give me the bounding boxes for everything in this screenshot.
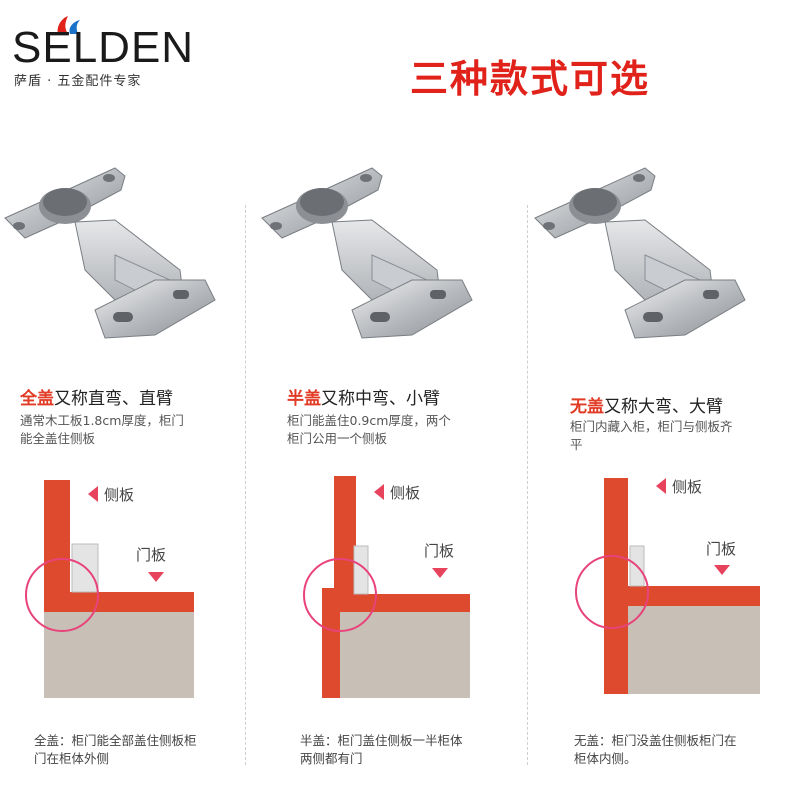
variant-1-desc-line: 通常木工板1.8cm厚度，柜门 (20, 413, 184, 428)
brand-tagline: 萨盾 · 五金配件专家 (14, 74, 142, 89)
variant-1-desc-line: 能全盖住侧板 (20, 431, 96, 446)
variant-1-note-line: 门在柜体外侧 (34, 751, 110, 766)
variant-3-desc-line: 柜门内藏入柜，柜门与侧板齐 (570, 419, 733, 434)
variant-2-description: 柜门能盖住0.9cm厚度，两个 柜门公用一个侧板 (287, 412, 451, 448)
brand-logo: SELDEN (12, 23, 195, 72)
variant-2-note: 半盖：柜门盖住侧板一半柜体 两侧都有门 (300, 732, 463, 768)
variant-3-title-rest: 又称大弯、大臂 (604, 397, 723, 417)
column-divider (527, 205, 528, 765)
diagram-half-overlay (303, 476, 470, 698)
side-panel-arrow-icon (88, 486, 98, 502)
column-divider (245, 205, 246, 765)
variant-3-description: 柜门内藏入柜，柜门与侧板齐 平 (570, 418, 733, 454)
variant-2-desc-line: 柜门公用一个侧板 (287, 431, 388, 446)
variant-3-title: 无盖又称大弯、大臂 (570, 392, 723, 417)
door-panel-arrow-icon (148, 572, 164, 582)
side-panel-arrow-icon (656, 478, 666, 494)
door-panel-arrow-icon (714, 565, 730, 575)
variant-3-note: 无盖：柜门没盖住侧板柜门在 柜体内侧。 (574, 732, 737, 768)
variant-2-desc-line: 柜门能盖住0.9cm厚度，两个 (287, 413, 451, 428)
variant-1-note: 全盖：柜门能全部盖住侧板柜 门在柜体外侧 (34, 732, 197, 768)
variant-2-note-line: 两侧都有门 (300, 751, 363, 766)
door-panel-label-2: 门板 (424, 542, 455, 560)
variant-1-note-line: 全盖：柜门能全部盖住侧板柜 (34, 733, 197, 748)
hinge-images (4, 167, 746, 339)
variant-1-title: 全盖又称直弯、直臂 (20, 384, 173, 409)
variant-1-title-rest: 又称直弯、直臂 (54, 389, 173, 409)
diagram-full-overlay (25, 480, 194, 698)
logo-drop-icon (54, 14, 84, 40)
door-panel-label-3: 门板 (706, 540, 737, 558)
variant-1-description: 通常木工板1.8cm厚度，柜门 能全盖住侧板 (20, 412, 184, 448)
side-panel-label-3: 侧板 (672, 478, 703, 496)
page-headline: 三种款式可选 (410, 57, 651, 101)
variant-2-title-highlight: 半盖 (287, 389, 321, 409)
diagram-no-overlay (575, 478, 760, 694)
side-panel-label-1: 侧板 (104, 486, 135, 504)
variant-2-title-rest: 又称中弯、小臂 (321, 389, 440, 409)
door-panel-label-1: 门板 (136, 546, 167, 564)
variant-2-title: 半盖又称中弯、小臂 (287, 384, 440, 409)
variant-2-note-line: 半盖：柜门盖住侧板一半柜体 (300, 733, 463, 748)
side-panel-label-2: 侧板 (390, 484, 421, 502)
variant-1-title-highlight: 全盖 (20, 389, 54, 409)
mounting-diagrams (25, 476, 760, 698)
variant-3-title-highlight: 无盖 (570, 397, 604, 417)
variant-3-note-line: 无盖：柜门没盖住侧板柜门在 (574, 733, 737, 748)
variant-3-desc-line: 平 (570, 437, 583, 452)
door-panel-arrow-icon (432, 568, 448, 578)
side-panel-arrow-icon (374, 484, 384, 500)
variant-3-note-line: 柜体内侧。 (574, 751, 637, 766)
